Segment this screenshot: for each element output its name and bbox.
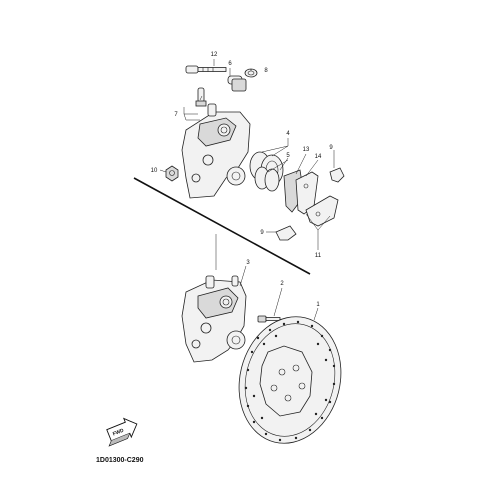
part-1-brake-disc [238,316,342,444]
part-10-bolt [165,165,179,182]
callout-6: 6 [228,61,232,67]
part-8-cap [244,68,258,78]
callout-9-lower: 9 [260,230,264,236]
callout-2: 2 [280,281,284,287]
callout-3: 3 [246,260,250,266]
callout-1: 1 [316,302,320,308]
callout-8: 8 [264,68,268,74]
drawing-code: 1D01300-C290 [96,457,144,464]
section-divider-line [133,177,311,275]
callout-4: 4 [286,131,290,137]
callout-10: 10 [151,168,158,174]
callout-11: 11 [315,253,322,259]
part-7-bleed-screw [195,87,207,107]
leader-lines [159,59,335,321]
fwd-label: FWD [112,427,125,437]
callout-14: 14 [315,154,322,160]
part-11-pad-set [305,195,339,227]
callout-7: 7 [174,112,178,118]
part-3-caliper-assembly [181,275,247,363]
callout-12: 12 [211,52,218,58]
callout-5: 5 [286,153,290,159]
callout-9-upper: 9 [329,145,333,151]
callout-13: 13 [303,147,310,153]
part-5-seal-group [254,166,280,192]
upper-caliper-body [181,103,251,199]
part-9-clip-upper [329,167,345,183]
bleed-bolt-and-pins-group [185,65,258,107]
callout-labels: 12 6 8 7 4 5 13 14 9 10 9 11 3 2 1 [151,52,334,308]
fwd-arrow-icon: FWD [106,417,138,447]
part-9-clip-lower [275,225,297,241]
part-6-pin [227,75,247,92]
part-2-bolt [257,315,281,323]
part-12-bolt [185,65,227,74]
